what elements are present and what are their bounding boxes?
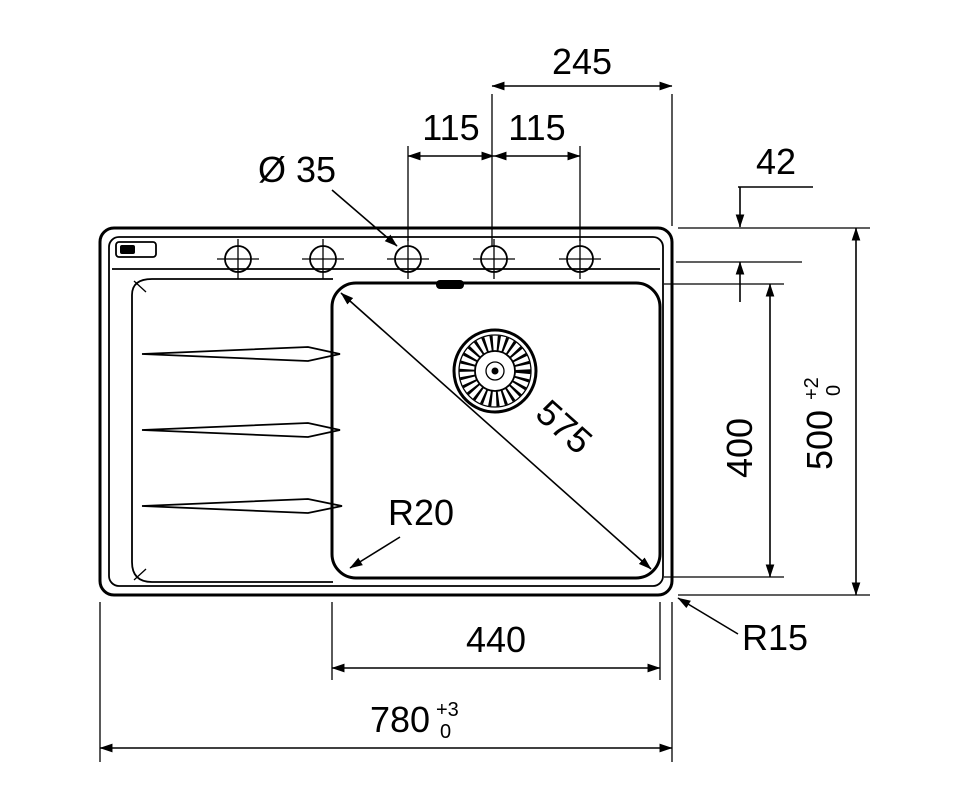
dimension-500-tol-plus: +2 — [801, 377, 823, 400]
drain-center-dot — [491, 367, 499, 375]
tap-hole — [559, 239, 601, 279]
sink-outer-edge — [98, 226, 674, 597]
brand-logo-mark — [115, 241, 157, 258]
bowl-outline — [330, 281, 662, 580]
drainboard-rib — [141, 346, 341, 362]
drainboard-corner-tick-top — [133, 280, 147, 293]
dimension-r15: R15 — [677, 597, 808, 658]
sink-body — [98, 226, 674, 597]
drain-strainer — [452, 328, 538, 414]
dimension-r15-label: R15 — [742, 617, 808, 658]
tap-hole — [387, 239, 429, 279]
dimension-42-label: 42 — [756, 141, 796, 182]
dimension-115-left-label: 115 — [422, 107, 479, 148]
dimension-r20-label: R20 — [388, 492, 454, 533]
dimension-245: 245 — [491, 41, 673, 246]
dimension-hole-diameter-label: Ø 35 — [258, 149, 336, 190]
drainboard-rib — [141, 422, 341, 438]
drainboard-corner-tick-bottom — [133, 568, 147, 581]
dimension-780-tol-plus: +3 — [436, 699, 459, 721]
overflow-slot — [436, 280, 464, 289]
drainboard-contour — [131, 278, 333, 583]
dimension-115-115: 115 115 — [407, 107, 581, 241]
dimension-r20: R20 — [349, 492, 454, 569]
dimension-400: 400 — [664, 283, 784, 578]
dimension-400-label: 400 — [719, 418, 760, 478]
tap-hole — [473, 239, 515, 279]
dimension-42: 42 — [676, 141, 813, 302]
tap-hole — [302, 239, 344, 279]
dimension-500-tol-minus: 0 — [823, 385, 845, 396]
dimension-780-label: 780 — [370, 699, 430, 740]
dimension-440: 440 — [331, 602, 661, 680]
dimension-575-label: 575 — [528, 391, 600, 462]
tap-hole — [217, 239, 259, 279]
dimension-440-label: 440 — [466, 619, 526, 660]
drainboard-rib — [141, 498, 343, 514]
tap-holes — [217, 239, 601, 279]
dimension-500-label: 500 — [799, 410, 840, 470]
sink-inner-rim — [108, 236, 664, 587]
dimension-115-right-label: 115 — [508, 107, 565, 148]
dimension-500: 500 +2 0 — [678, 227, 870, 596]
dimension-780: 780 +3 0 — [99, 602, 673, 762]
dimension-245-label: 245 — [552, 41, 612, 82]
dimension-hole-diameter: Ø 35 — [258, 149, 398, 247]
drainboard-ribs — [141, 346, 343, 514]
dimension-780-tol-minus: 0 — [440, 721, 451, 743]
